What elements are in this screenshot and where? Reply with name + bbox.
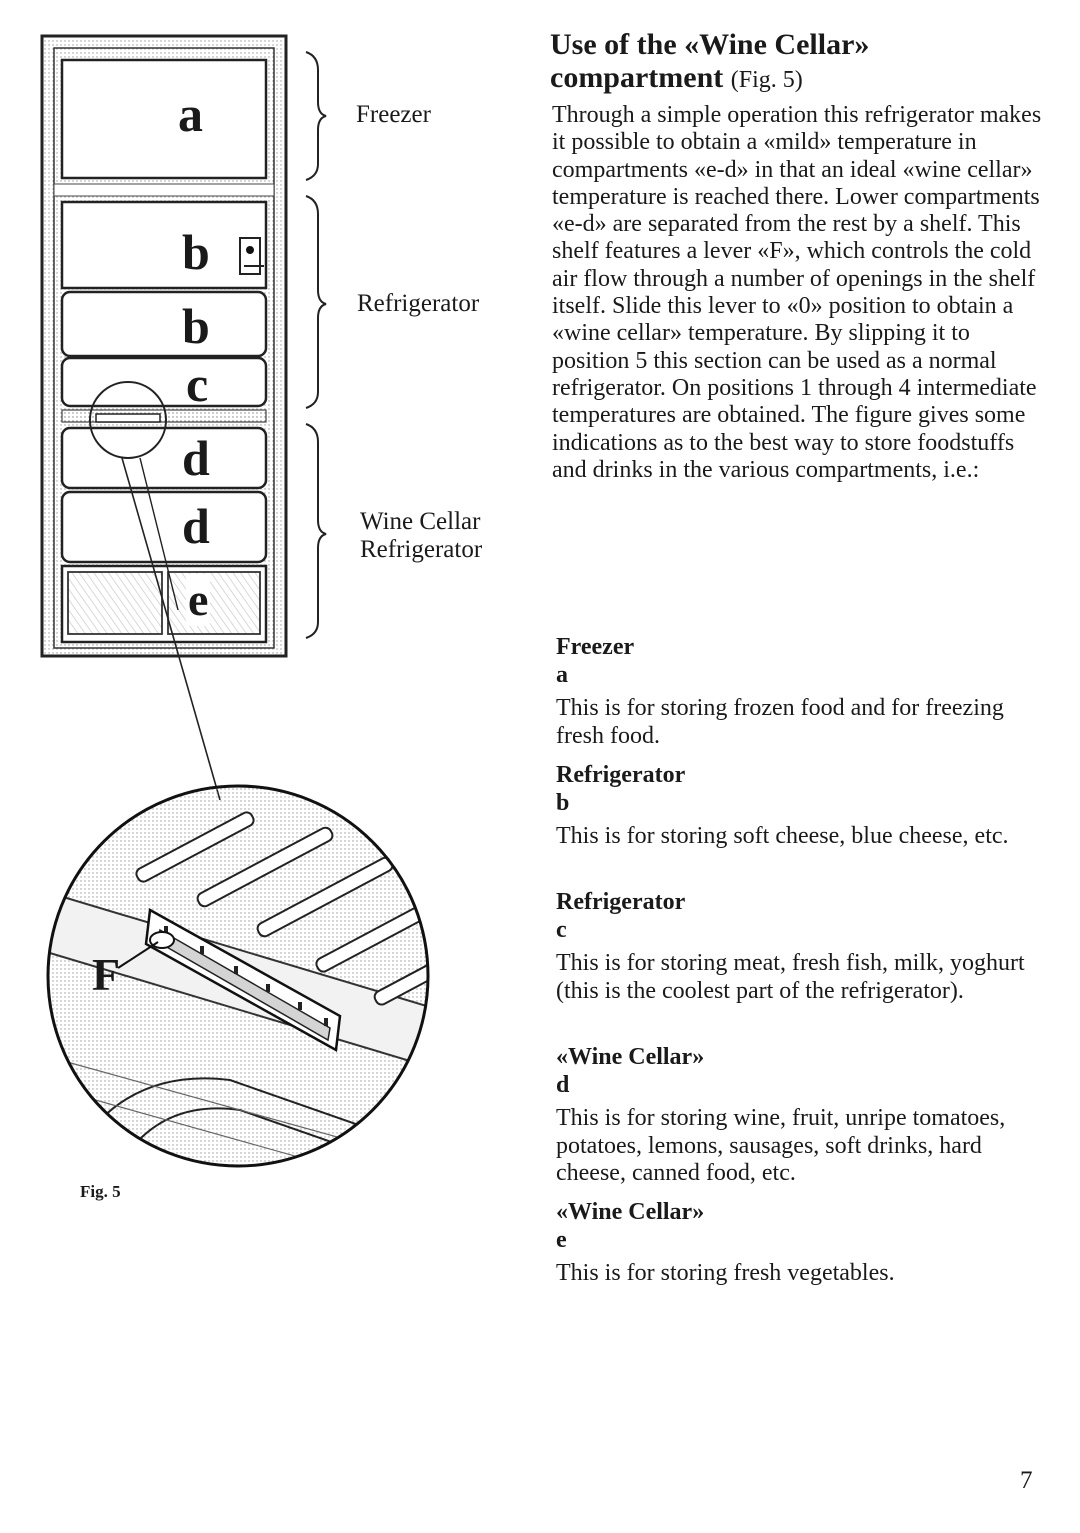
- zone-label-wine-cellar-line2: Refrigerator: [360, 536, 483, 563]
- thermostat-knob-icon: [239, 237, 264, 275]
- lever-label-f: F: [92, 949, 121, 1000]
- figure-caption: Fig. 5: [80, 1182, 121, 1201]
- section-heading: Refrigerator: [556, 762, 686, 788]
- intro-paragraph: Through a simple operation this refriger…: [552, 102, 1042, 483]
- section-heading: Refrigerator: [556, 889, 686, 915]
- page-title-figref: (Fig. 5): [730, 67, 803, 93]
- divider-shelf: [61, 409, 267, 423]
- zone-label-wine-cellar: Wine Cellar Refrigerator: [360, 508, 482, 564]
- page-number: 7: [1020, 1467, 1033, 1494]
- section-wine-cellar-e: «Wine Cellar» e This is for storing fres…: [556, 1198, 1046, 1288]
- compartment-b-upper: [60, 200, 268, 290]
- section-heading: Freezer: [556, 634, 635, 660]
- brace-freezer: [305, 51, 327, 181]
- brace-wine-cellar: [305, 423, 327, 639]
- section-heading: «Wine Cellar»: [556, 1044, 705, 1070]
- compartment-d-upper: [60, 426, 268, 490]
- compartment-letter-a: a: [178, 86, 203, 142]
- compartment-letter-b: b: [182, 224, 210, 280]
- compartment-letter-b-2: b: [182, 298, 210, 354]
- compartment-b-lower: [60, 290, 268, 358]
- page-title-main: Use of the «Wine Cellar» compartment: [550, 28, 870, 94]
- lever-callout-circle: [89, 381, 167, 459]
- zone-label-wine-cellar-line1: Wine Cellar: [360, 508, 481, 535]
- compartment-letter-e: e: [186, 574, 211, 626]
- compartment-letter-d-2: d: [182, 498, 210, 554]
- section-refrigerator-c: Refrigerator c This is for storing meat,…: [556, 888, 1046, 1005]
- section-letter: d: [556, 1072, 570, 1098]
- section-letter: e: [556, 1227, 567, 1253]
- section-letter: a: [556, 662, 568, 688]
- section-text: This is for storing fresh vegetables.: [556, 1260, 895, 1286]
- detail-magnifier-circle: [46, 784, 430, 1168]
- zone-label-freezer: Freezer: [356, 101, 431, 128]
- compartment-d-lower: [60, 490, 268, 564]
- section-text: This is for storing soft cheese, blue ch…: [556, 823, 1009, 849]
- brace-refrigerator: [305, 195, 327, 409]
- section-text: This is for storing wine, fruit, unripe …: [556, 1105, 1006, 1186]
- section-heading: «Wine Cellar»: [556, 1199, 705, 1225]
- compartment-a: [60, 58, 268, 180]
- page-title: Use of the «Wine Cellar» compartment (Fi…: [550, 28, 1050, 97]
- section-text: This is for storing meat, fresh fish, mi…: [556, 950, 1025, 1004]
- section-letter: b: [556, 790, 570, 816]
- section-text: This is for storing frozen food and for …: [556, 695, 1004, 749]
- section-refrigerator-b: Refrigerator b This is for storing soft …: [556, 761, 1046, 851]
- section-freezer-a: Freezer a This is for storing frozen foo…: [556, 633, 1046, 750]
- compartment-c: [60, 356, 268, 408]
- compartment-letter-c: c: [186, 356, 209, 412]
- section-wine-cellar-d: «Wine Cellar» d This is for storing wine…: [556, 1043, 1046, 1188]
- compartment-letter-d: d: [182, 430, 210, 486]
- section-letter: c: [556, 917, 567, 943]
- zone-label-refrigerator: Refrigerator: [357, 290, 480, 317]
- refrigerator-diagram: [40, 34, 430, 1168]
